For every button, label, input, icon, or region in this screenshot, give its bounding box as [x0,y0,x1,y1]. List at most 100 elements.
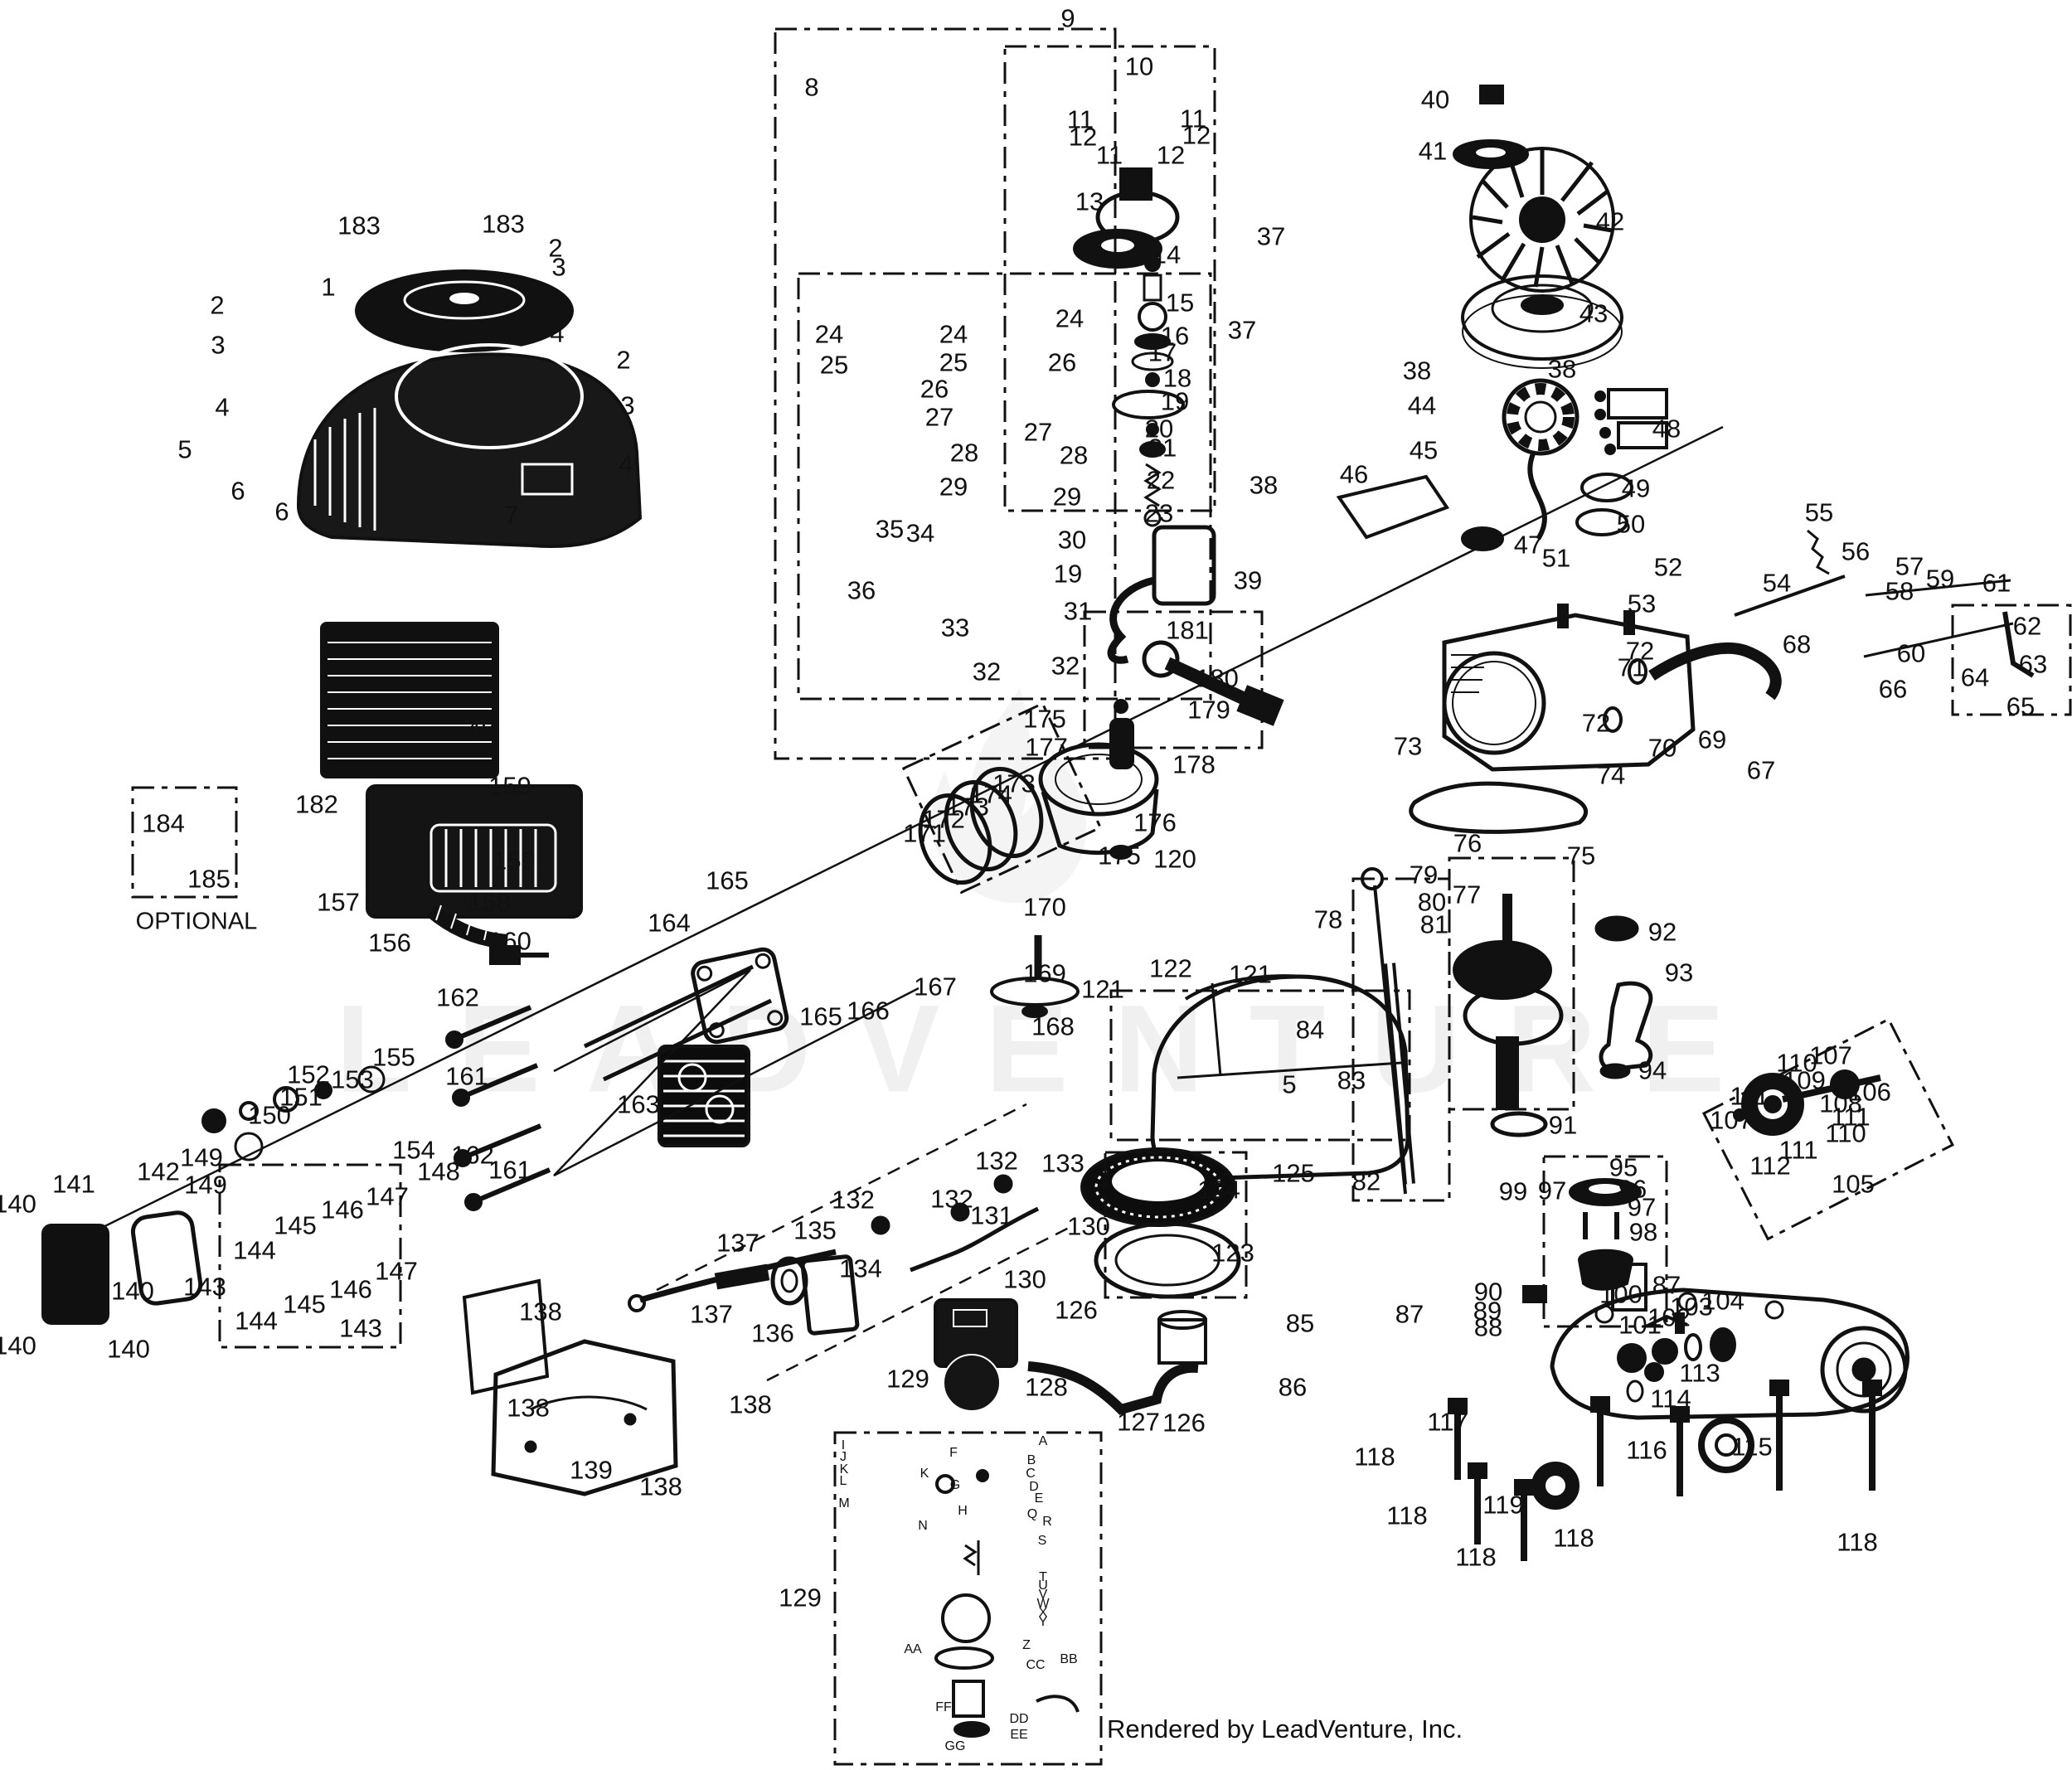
part-callout-2: 2 [548,233,563,263]
part-callout-H: H [958,1504,968,1518]
part-callout-113: 113 [1679,1358,1720,1388]
part-callout-34: 34 [905,518,935,548]
part-callout-171: 171 [903,818,946,848]
part-callout-78: 78 [1313,904,1343,934]
carburetor [934,1298,1018,1412]
part-callout-106: 106 [1848,1077,1891,1107]
part-callout-27: 27 [924,402,954,432]
part-callout-J: J [840,1450,847,1464]
part-callout-32: 32 [972,657,1002,686]
part-callout-143: 143 [339,1313,382,1343]
crankshaft [1453,894,1564,1110]
part-callout-81: 81 [1419,909,1449,939]
fuel-tank [1150,974,1410,1181]
part-callout-63: 63 [2018,649,2048,679]
part-callout-103: 103 [1670,1292,1713,1321]
stator [1502,378,1579,541]
part-callout-111: 111 [1730,1081,1769,1111]
part-callout-119: 119 [1482,1490,1524,1520]
starter-pulley [1453,85,1529,169]
flywheel-fan [1469,147,1615,293]
part-callout-111: 111 [1831,1102,1871,1132]
part-callout-61: 61 [1982,568,2011,598]
piston-rings [918,766,1044,885]
muffler-guard [462,1278,678,1496]
part-callout-157: 157 [317,887,360,917]
part-callout-22: 22 [1146,465,1176,495]
part-callout-52: 52 [1653,552,1683,582]
part-callout-39: 39 [1233,565,1263,595]
group-box [774,27,1117,760]
blower-housing [296,343,643,549]
part-callout-47: 47 [1513,530,1543,560]
carburetor-detail-parts [934,1469,1080,1738]
part-callout-150: 150 [248,1100,291,1130]
part-callout-48: 48 [1652,414,1681,444]
fuel-pump [1107,525,1216,664]
rocker-cover [41,1224,109,1325]
part-callout-F: F [949,1446,958,1460]
push-rods [583,964,773,1082]
part-callout-173: 173 [992,769,1036,798]
part-callout-12: 12 [1182,120,1211,150]
watermark-flame [931,688,1087,904]
part-callout-29: 29 [939,472,968,502]
part-callout-45: 45 [1409,435,1439,465]
part-callout-130: 130 [1003,1264,1046,1294]
part-callout-128: 128 [1025,1372,1068,1402]
axis-line [766,1224,1075,1382]
part-callout-FF: FF [935,1700,952,1714]
part-callout-36: 36 [847,575,876,605]
part-callout-94: 94 [1638,1055,1667,1085]
part-callout-131: 131 [970,1200,1013,1230]
tappet-and-washer [990,935,1080,1018]
part-callout-172: 172 [922,804,965,834]
group-box [797,272,1212,701]
part-callout-R: R [1042,1515,1052,1529]
part-callout-146: 146 [321,1195,364,1224]
part-callout-29: 29 [1052,482,1082,512]
part-callout-28: 28 [1059,440,1089,470]
part-callout-115: 115 [1731,1432,1773,1462]
part-callout-140: 140 [111,1276,154,1306]
part-callout-20: 20 [1144,414,1174,444]
part-callout-88: 88 [1473,1312,1503,1342]
part-callout-181: 181 [1166,615,1209,645]
part-callout-7: 7 [504,500,519,530]
group-box [833,1431,1103,1766]
part-callout-55: 55 [1804,497,1834,527]
part-callout-11: 11 [1179,104,1207,133]
part-callout-89: 89 [1473,1296,1502,1326]
part-callout-25: 25 [939,347,968,377]
part-callout-84: 84 [1295,1015,1325,1045]
part-callout-152: 152 [287,1060,330,1089]
part-callout-97: 97 [1537,1176,1567,1205]
part-callout-120: 120 [1153,844,1196,874]
part-callout-37: 37 [1256,221,1286,251]
optional-group-label: OPTIONAL [135,908,258,935]
part-callout-N: N [918,1519,928,1533]
group-box [1542,1155,1668,1328]
part-callout-126: 126 [1055,1295,1098,1325]
part-callout-163: 163 [617,1089,660,1119]
part-callout-168: 168 [1031,1011,1075,1041]
part-callout-4: 4 [619,449,633,479]
part-callout-87: 87 [1652,1270,1681,1300]
part-callout-140: 140 [107,1334,150,1364]
part-callout-38: 38 [1402,356,1432,386]
part-callout-79: 79 [1409,860,1439,890]
part-callout-3: 3 [551,252,566,282]
part-callout-112: 112 [1749,1151,1791,1181]
axis-line [656,1103,1027,1292]
part-callout-126: 126 [1162,1408,1206,1438]
blade-adapter [1490,915,1653,1137]
part-callout-118: 118 [1553,1523,1594,1553]
part-callout-30: 30 [1057,525,1087,555]
part-callout-11: 11 [1095,140,1123,170]
part-callout-167: 167 [914,972,957,1001]
head-gasket [691,947,789,1045]
part-callout-173: 173 [946,792,989,822]
part-callout-44: 44 [1407,390,1437,420]
breather-gaskets [1575,473,1633,536]
